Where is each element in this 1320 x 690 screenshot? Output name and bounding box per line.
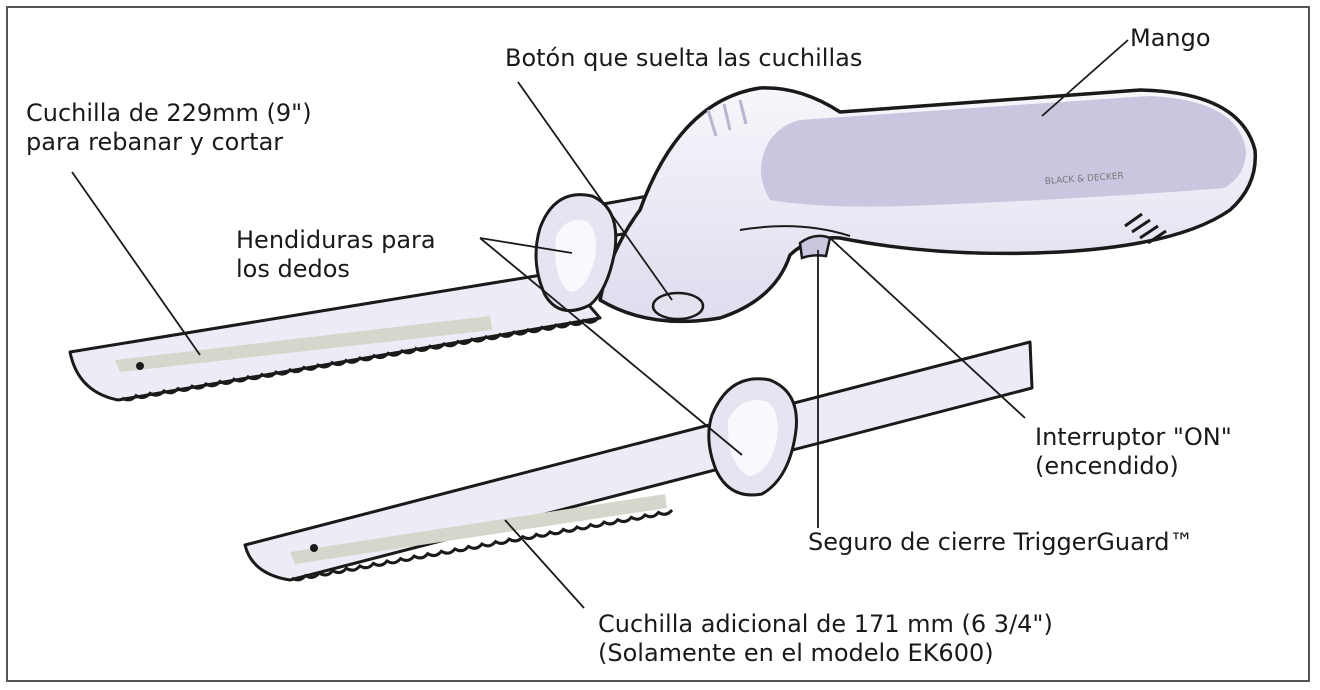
label-on-switch-line2: (encendido) [1035, 452, 1179, 480]
upper-blade-rivet [136, 362, 144, 370]
handle-lower-ridge [739, 225, 851, 237]
handle-vent-slots [1124, 212, 1167, 245]
leader-hendiduras-lower [479, 237, 743, 456]
lower-blade-serration [291, 508, 674, 582]
label-on-switch-line1: Interruptor "ON" [1035, 423, 1232, 451]
leader-lines [71, 39, 1129, 609]
label-release-button: Botón que suelta las cuchillas [505, 44, 862, 73]
blade-171mm [243, 340, 1034, 582]
release-button [651, 291, 705, 321]
upper-blade-serration [121, 316, 600, 402]
label-triggerguard-text: Seguro de cierre TriggerGuard™ [808, 528, 1194, 556]
label-on-switch: Interruptor "ON" (encendido) [1035, 423, 1232, 481]
leader-cuchilla-171 [504, 519, 585, 609]
lower-blade-rivet [310, 544, 318, 552]
label-finger-grooves-line1: Hendiduras para [236, 226, 436, 254]
leader-hendiduras-upper [479, 237, 573, 254]
upper-blade-shade [115, 316, 492, 372]
label-blade-229-line1: Cuchilla de 229mm (9") [26, 99, 312, 127]
label-handle-text: Mango [1130, 24, 1211, 52]
label-finger-grooves: Hendiduras para los dedos [236, 226, 436, 284]
diagram-frame [6, 6, 1310, 682]
lower-blade-shade [290, 494, 667, 564]
on-switch-trigger [798, 234, 832, 260]
label-blade-171-line1: Cuchilla adicional de 171 mm (6 3/4") [598, 610, 1053, 638]
leader-interruptor [829, 237, 1026, 419]
label-blade-229: Cuchilla de 229mm (9") para rebanar y co… [26, 99, 312, 157]
upper-finger-guard-inner [555, 219, 596, 292]
label-handle: Mango [1130, 24, 1211, 53]
label-blade-171-line2: (Solamente en el modelo EK600) [598, 639, 994, 667]
leader-boton [517, 81, 673, 301]
blade-229mm [68, 194, 650, 402]
leader-cuchilla-229 [71, 171, 201, 356]
lower-finger-guard-inner [727, 400, 778, 476]
handle-top-grooves [706, 99, 748, 137]
handle-grip [761, 96, 1246, 207]
knife-handle: BLACK & DECKER [534, 86, 1258, 324]
label-triggerguard: Seguro de cierre TriggerGuard™ [808, 528, 1194, 557]
label-blade-171: Cuchilla adicional de 171 mm (6 3/4") (S… [598, 610, 1053, 668]
label-finger-grooves-line2: los dedos [236, 255, 350, 283]
label-release-button-text: Botón que suelta las cuchillas [505, 44, 863, 72]
label-blade-229-line2: para rebanar y cortar [26, 128, 284, 156]
leader-mango [1041, 39, 1129, 117]
